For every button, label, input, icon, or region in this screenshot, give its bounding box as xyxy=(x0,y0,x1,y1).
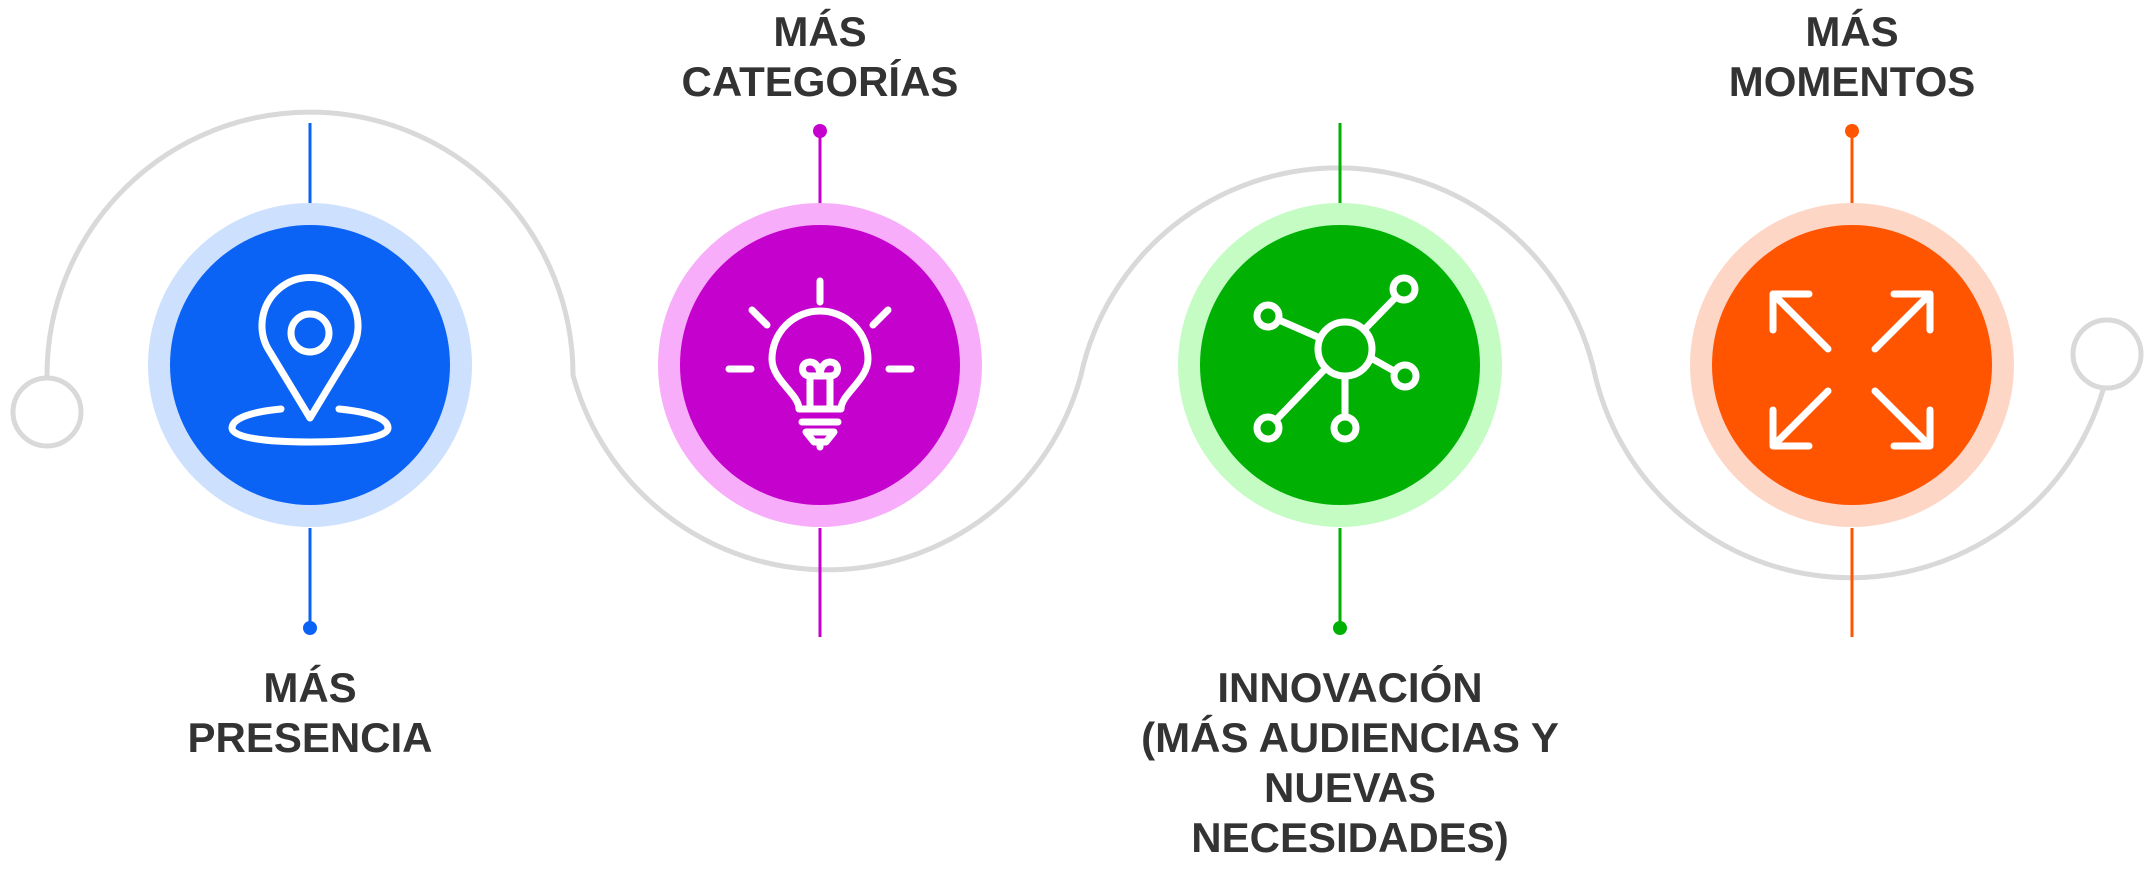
network-icon xyxy=(1253,274,1420,443)
connector-dot xyxy=(1333,621,1347,635)
inner-circle xyxy=(1712,225,1992,505)
connector-dot xyxy=(303,621,317,635)
label-presencia: MÁS PRESENCIA xyxy=(187,664,433,761)
label-momentos: MÁS MOMENTOS xyxy=(1728,8,1976,105)
step-presencia xyxy=(148,123,472,635)
step-categorias xyxy=(658,124,982,637)
inner-circle xyxy=(1200,225,1480,505)
path-start-node xyxy=(10,375,84,449)
label-innovacion: INNOVACIÓN (MÁS AUDIENCIAS Y NUEVAS NECE… xyxy=(1141,664,1559,861)
path-end-node xyxy=(2070,317,2144,391)
connector-dot xyxy=(1845,124,1859,138)
inner-circle xyxy=(170,225,450,505)
step-momentos xyxy=(1690,124,2014,637)
location-pin-icon xyxy=(228,273,392,446)
lightbulb-icon xyxy=(725,277,915,451)
serpentine-path xyxy=(44,109,2110,581)
label-categorias: MÁS CATEGORÍAS xyxy=(681,8,959,105)
connector-dot xyxy=(813,124,827,138)
step-innovacion xyxy=(1178,123,1502,635)
expand-arrows-icon xyxy=(1769,290,1934,450)
